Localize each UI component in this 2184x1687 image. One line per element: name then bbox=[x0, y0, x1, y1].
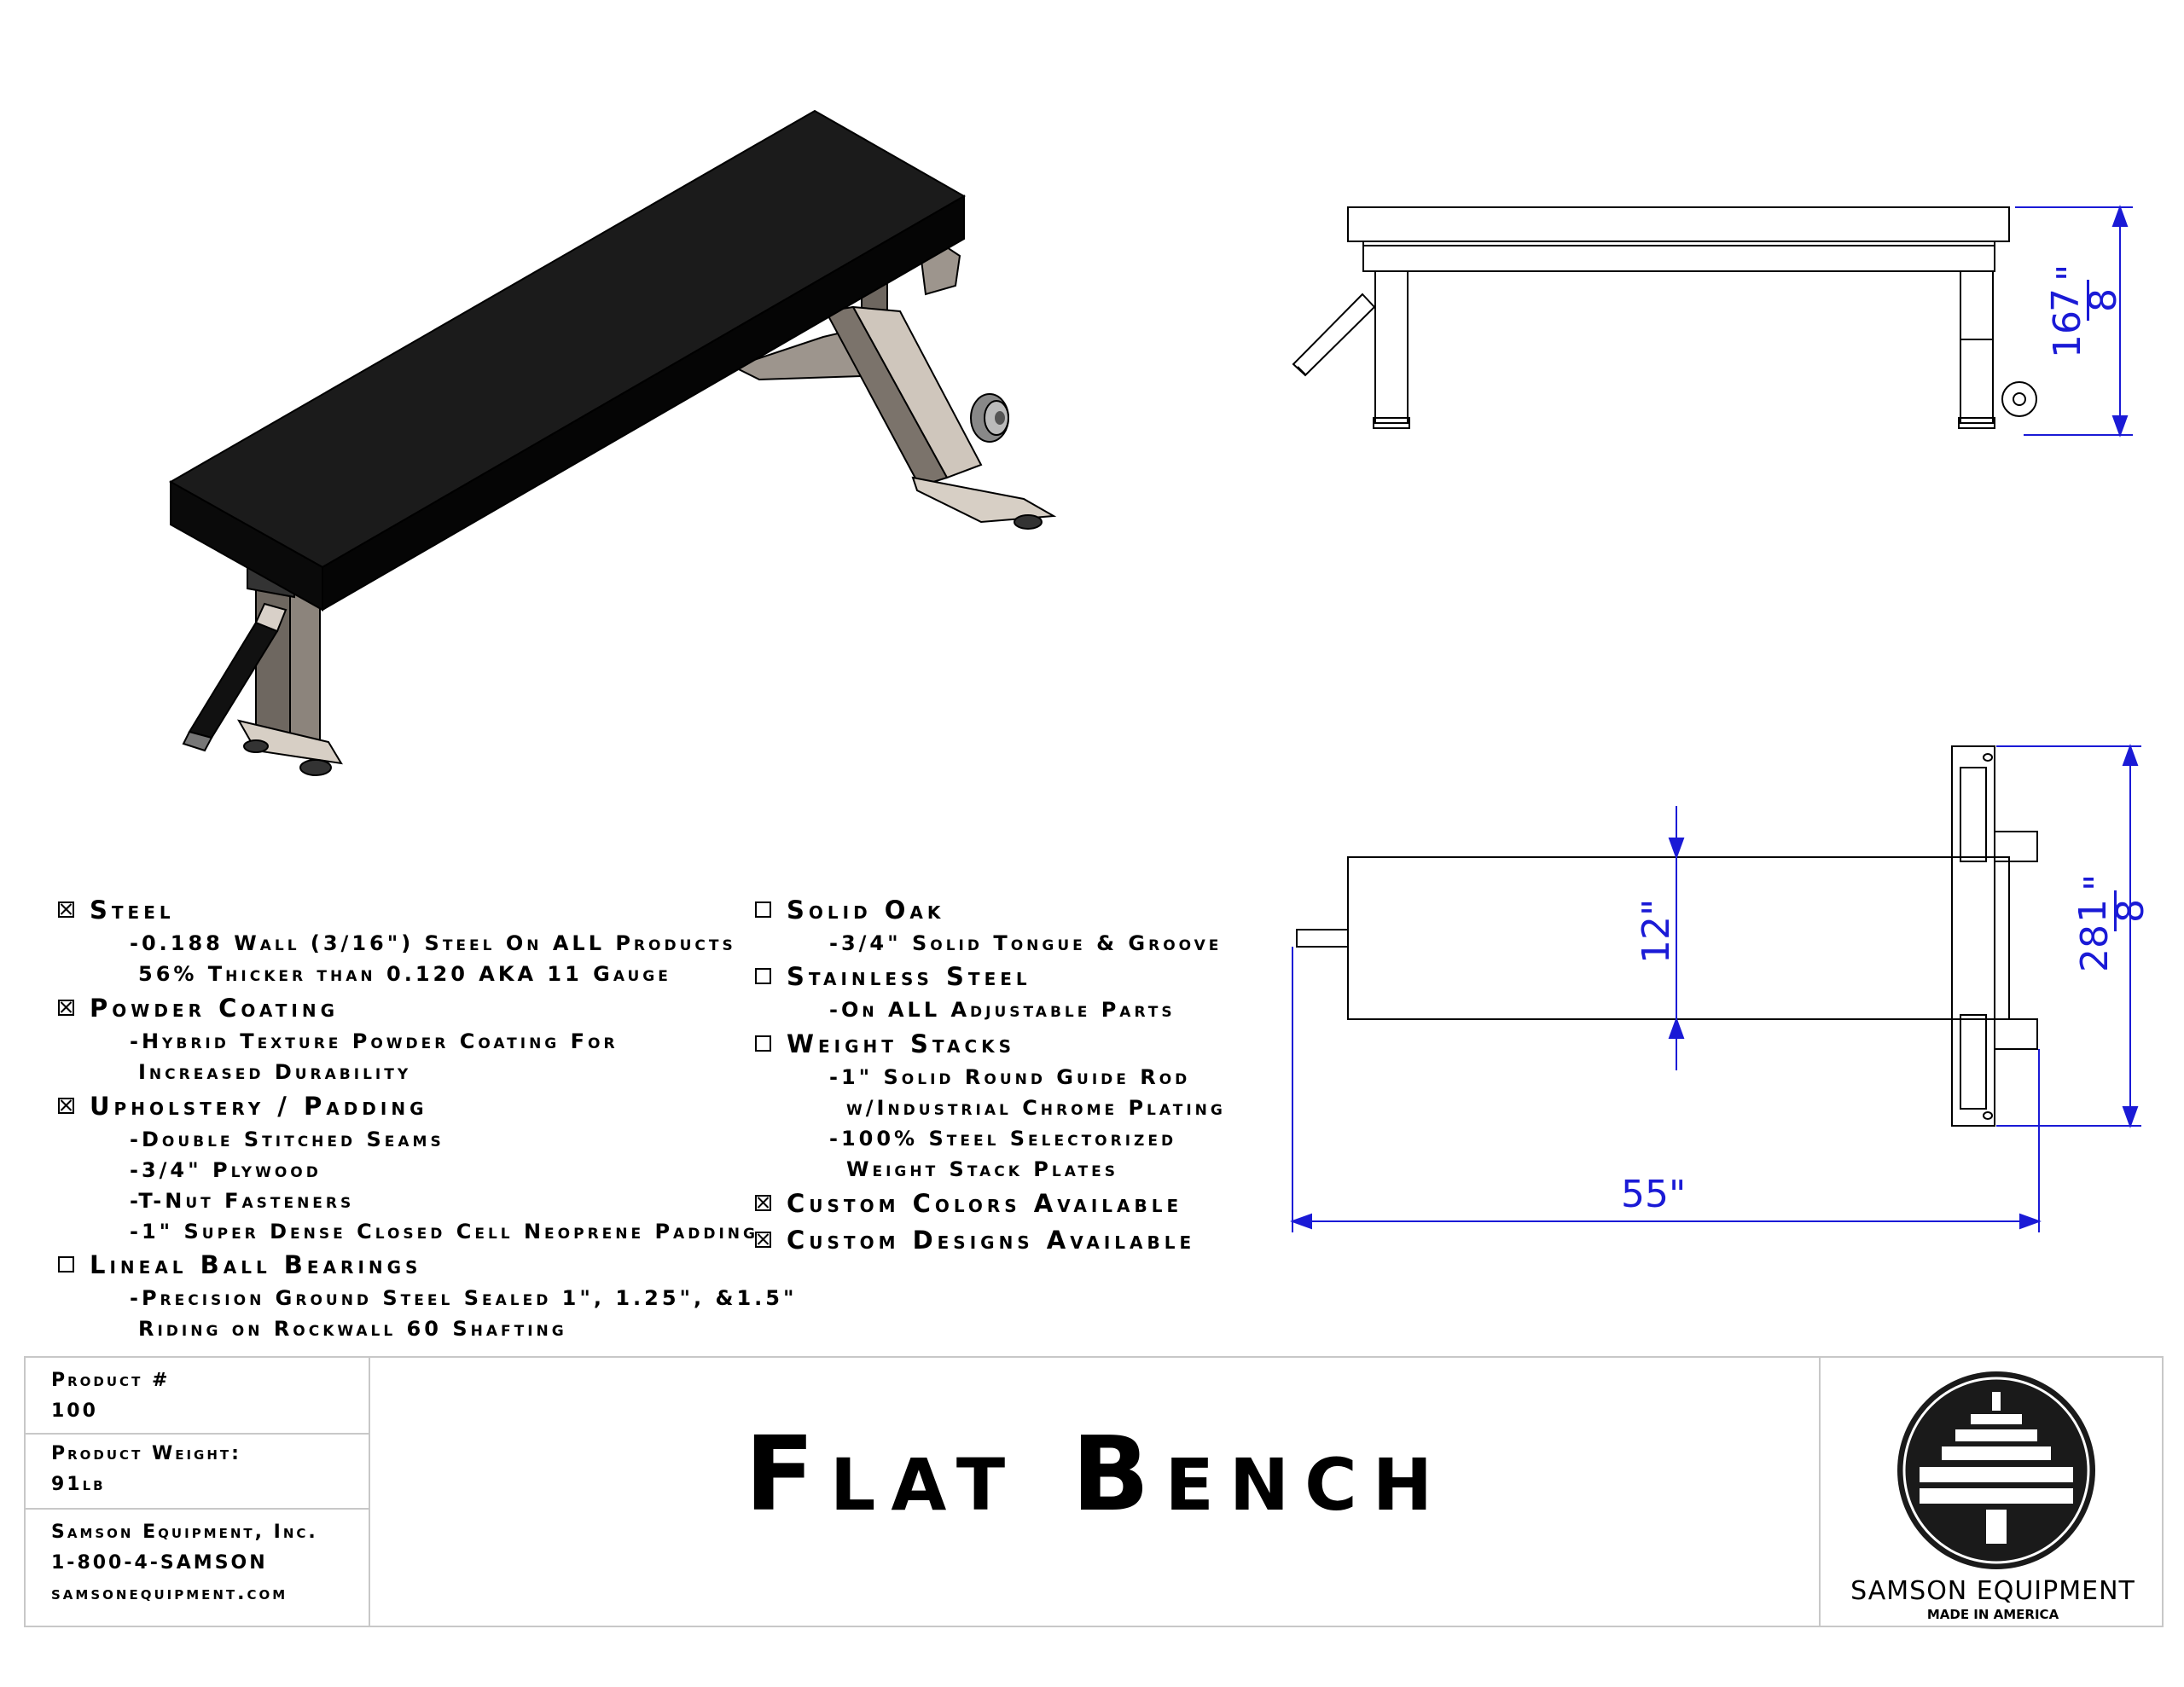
side-front-leg bbox=[1374, 270, 1409, 424]
company-phone: 1-800-4-SAMSON bbox=[51, 1552, 268, 1574]
spec-detail: Weight Stack Plates bbox=[846, 1157, 1118, 1181]
spec-heading: Weight Stacks bbox=[755, 1029, 1015, 1058]
checked-box-icon bbox=[755, 1195, 771, 1211]
spec-heading: Custom Colors Available bbox=[755, 1189, 1182, 1218]
product-number-label: Product # bbox=[51, 1370, 171, 1391]
spec-detail: -100% Steel Selectorized bbox=[829, 1127, 1177, 1151]
pad-long-side bbox=[322, 194, 965, 612]
title-block: Product # 100 Product Weight: 91lb Samso… bbox=[24, 1356, 2164, 1627]
checked-box-icon bbox=[58, 1000, 74, 1016]
side-wheel bbox=[2001, 381, 2037, 417]
spec-heading: Solid Oak bbox=[755, 896, 944, 925]
spec-detail: -1" Solid Round Guide Rod bbox=[829, 1065, 1191, 1089]
top-dimensions bbox=[1290, 744, 2141, 1232]
side-height-dimension bbox=[2015, 205, 2133, 438]
top-wheel-b bbox=[1994, 1018, 2038, 1050]
top-depth-whole: 28 bbox=[2073, 925, 2117, 972]
side-height-inch: " bbox=[2049, 264, 2093, 281]
logo-company-name: SAMSON EQUIPMENT bbox=[1850, 1576, 2135, 1606]
spec-heading: Powder Coating bbox=[58, 994, 339, 1023]
front-foot-pad-a bbox=[243, 739, 269, 753]
spec-detail: -Double Stitched Seams bbox=[130, 1128, 444, 1151]
handle-end bbox=[254, 602, 288, 633]
product-weight-label: Product Weight: bbox=[51, 1443, 241, 1464]
spec-detail: -Precision Ground Steel Sealed 1", 1.25"… bbox=[130, 1286, 798, 1310]
top-handle bbox=[1296, 929, 1349, 948]
checked-box-icon bbox=[58, 901, 74, 918]
spec-detail: 56% Thicker than 0.120 AKA 11 Gauge bbox=[138, 962, 671, 986]
side-handle bbox=[1292, 293, 1376, 377]
top-pad bbox=[1347, 856, 2010, 1020]
drawing-title: Flat Bench bbox=[744, 1416, 1449, 1534]
spec-detail: -1" Super Dense Closed Cell Neoprene Pad… bbox=[130, 1220, 758, 1244]
left-divider bbox=[369, 1358, 370, 1626]
top-depth-inch: " bbox=[2077, 873, 2120, 891]
spec-detail: w/Industrial Chrome Plating bbox=[846, 1096, 1226, 1120]
top-width-label: 12" bbox=[1635, 898, 1678, 964]
handle-cap bbox=[182, 730, 213, 752]
spec-heading: Steel bbox=[58, 896, 175, 925]
checked-box-icon bbox=[755, 1232, 771, 1248]
side-pad bbox=[1347, 206, 2010, 242]
top-wheel-a bbox=[1994, 831, 2038, 862]
spec-detail: Riding on Rockwall 60 Shafting bbox=[138, 1317, 567, 1341]
unchecked-box-icon bbox=[755, 901, 771, 918]
spec-heading: Stainless Steel bbox=[755, 962, 1031, 991]
unchecked-box-icon bbox=[755, 1035, 771, 1052]
isometric-view bbox=[168, 109, 1057, 776]
product-number-cell: Product # 100 bbox=[26, 1358, 369, 1435]
front-foot-pad-b bbox=[299, 759, 332, 776]
spec-detail: -Hybrid Texture Powder Coating For bbox=[130, 1029, 619, 1053]
checked-box-icon bbox=[58, 1098, 74, 1114]
spec-detail: -3/4" Solid Tongue & Groove bbox=[829, 931, 1223, 955]
side-frame bbox=[1362, 241, 1995, 272]
top-view bbox=[1296, 745, 2038, 1127]
company-cell: Samson Equipment, Inc. 1-800-4-SAMSON sa… bbox=[26, 1510, 369, 1626]
spec-detail: -On ALL Adjustable Parts bbox=[829, 998, 1176, 1022]
company-website: samsonequipment.com bbox=[51, 1583, 288, 1604]
side-front-foot bbox=[1373, 417, 1410, 429]
product-number-value: 100 bbox=[51, 1400, 98, 1422]
unchecked-box-icon bbox=[58, 1256, 74, 1272]
side-view bbox=[1292, 206, 2037, 429]
spec-detail: -3/4" Plywood bbox=[130, 1158, 322, 1182]
wheel bbox=[970, 393, 1009, 443]
rear-foot-pad bbox=[1014, 514, 1043, 530]
logo-tagline: MADE IN AMERICA bbox=[1926, 1607, 2059, 1622]
spec-detail: -T-Nut Fasteners bbox=[130, 1189, 355, 1213]
spec-heading: Custom Designs Available bbox=[755, 1226, 1195, 1255]
spec-heading: Upholstery / Padding bbox=[58, 1092, 428, 1121]
top-rear-plate bbox=[1951, 745, 1995, 1127]
spec-detail: Increased Durability bbox=[138, 1060, 412, 1084]
unchecked-box-icon bbox=[755, 968, 771, 984]
company-name: Samson Equipment, Inc. bbox=[51, 1522, 318, 1543]
technical-drawing bbox=[168, 109, 2141, 1232]
spec-heading: Lineal Ball Bearings bbox=[58, 1250, 421, 1279]
side-rear-foot bbox=[1958, 417, 1995, 429]
spec-detail: -0.188 Wall (3/16") Steel On ALL Product… bbox=[130, 931, 736, 955]
top-length-label: 55" bbox=[1621, 1173, 1687, 1216]
right-divider bbox=[1819, 1358, 1821, 1626]
product-weight-cell: Product Weight: 91lb bbox=[26, 1435, 369, 1510]
product-weight-value: 91lb bbox=[51, 1474, 106, 1495]
side-height-whole: 16 bbox=[2046, 310, 2089, 358]
side-rear-leg bbox=[1960, 270, 1994, 424]
samson-logo-icon bbox=[1897, 1371, 2095, 1569]
